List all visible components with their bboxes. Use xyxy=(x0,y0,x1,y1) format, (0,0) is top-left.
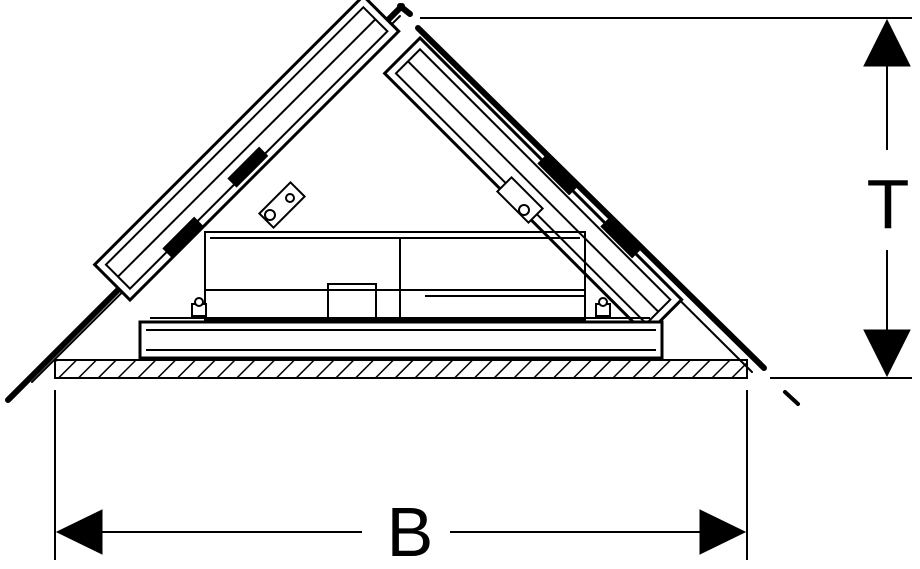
left-latch-lower xyxy=(162,216,204,258)
base-bolts xyxy=(191,297,611,317)
inner-brackets xyxy=(257,175,545,230)
left-bolt-head xyxy=(194,297,204,307)
width-dimension xyxy=(54,390,748,560)
apex-cap xyxy=(397,3,413,17)
left-bracket-bolt-2 xyxy=(285,193,295,203)
right-bolt-head xyxy=(598,297,608,307)
left-latch-upper xyxy=(227,146,269,188)
base-frame xyxy=(138,317,664,360)
inner-box xyxy=(204,231,586,321)
right-bracket xyxy=(495,175,545,225)
left-bracket xyxy=(257,180,307,230)
height-arrow-top xyxy=(863,18,911,67)
right-bracket-bolt xyxy=(518,204,530,216)
base-frame-outer xyxy=(138,320,664,360)
height-arrow-bottom xyxy=(863,329,911,378)
width-arrow-right xyxy=(699,509,747,555)
left-bracket-bolt xyxy=(264,209,276,221)
inner-box-outline xyxy=(204,231,586,321)
hatched-floor xyxy=(54,359,748,379)
left-panel-rib xyxy=(117,18,377,278)
right-latch-lower xyxy=(600,217,642,259)
width-arrow-left xyxy=(55,509,103,555)
width-label: B xyxy=(387,493,434,569)
height-dimension xyxy=(420,17,912,379)
right-latch-upper xyxy=(537,154,579,196)
right-slope-outer xyxy=(415,25,767,371)
height-label: T xyxy=(867,165,910,243)
corner-tick xyxy=(783,390,800,406)
right-panel-rib xyxy=(407,60,660,313)
left-panel xyxy=(92,0,401,303)
slope-details xyxy=(162,146,642,259)
